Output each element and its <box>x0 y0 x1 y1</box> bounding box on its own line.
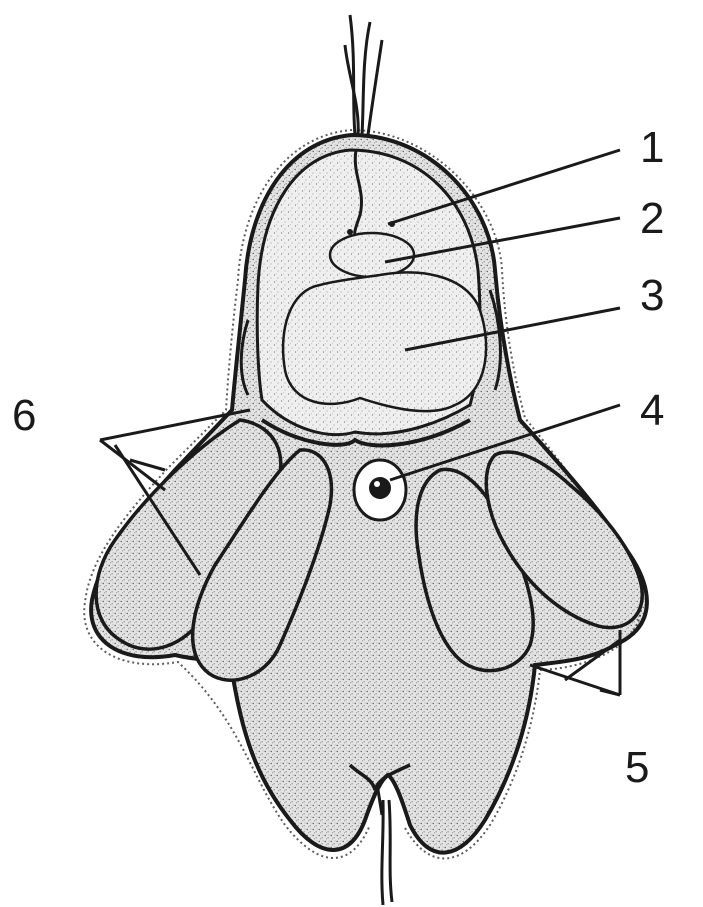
posterior-tuft <box>382 800 392 905</box>
mouth <box>354 460 406 520</box>
label-2: 2 <box>640 194 664 243</box>
label-6: 6 <box>12 391 36 440</box>
apical-tuft <box>345 15 382 135</box>
label-1: 1 <box>640 123 664 172</box>
organ-2 <box>330 233 414 277</box>
label-3: 3 <box>640 271 664 320</box>
label-4: 4 <box>640 386 664 435</box>
organ-3 <box>283 273 486 412</box>
label-5: 5 <box>625 743 649 792</box>
leader-6b <box>100 440 165 490</box>
